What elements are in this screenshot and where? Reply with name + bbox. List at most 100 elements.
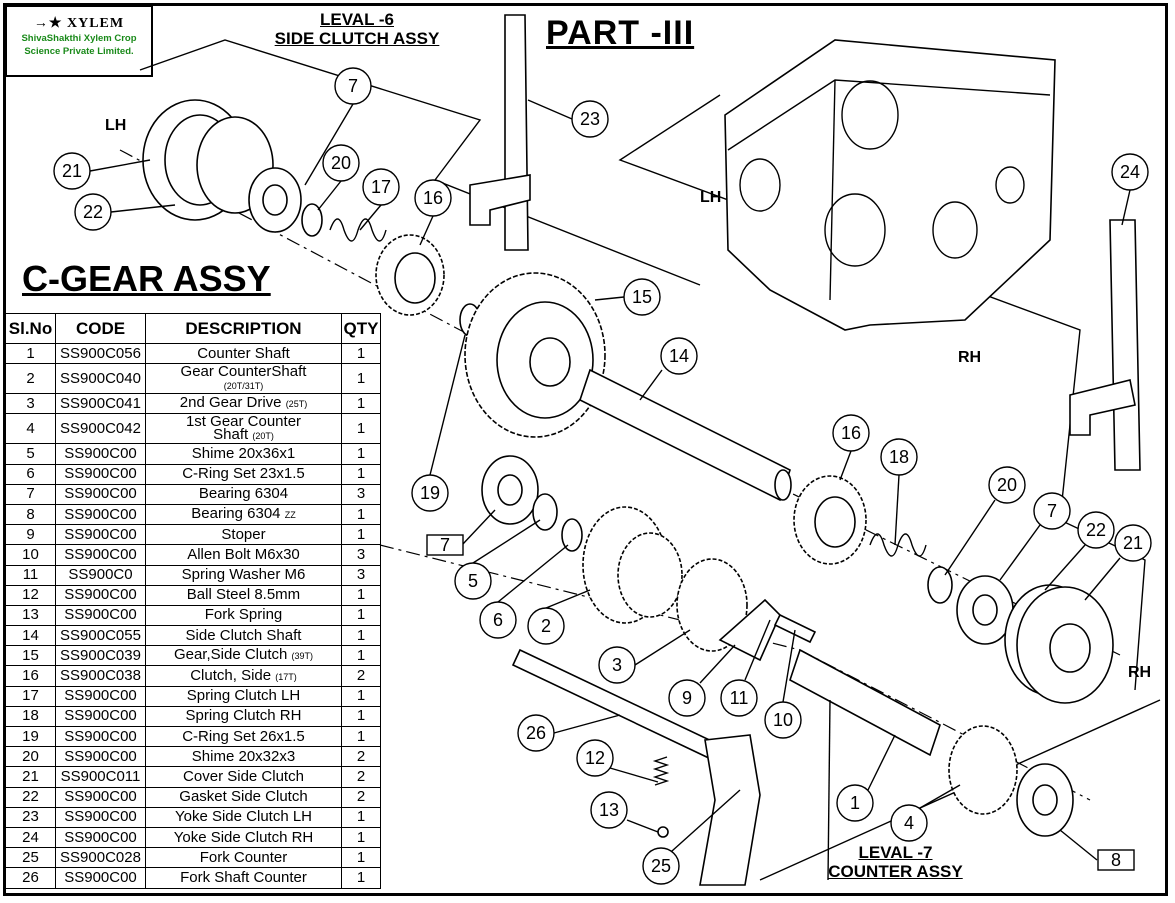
row-qty: 1	[341, 463, 381, 485]
row-slno: 20	[5, 746, 56, 768]
row-qty: 3	[341, 564, 381, 586]
row-description: Yoke Side Clutch RH	[145, 826, 342, 849]
row-slno: 10	[5, 544, 56, 566]
description-text: C-Ring Set 23x1.5	[182, 465, 305, 483]
row-code: SS900C00	[55, 584, 146, 606]
description-text: Counter Shaft	[197, 344, 290, 362]
row-description: Spring Clutch LH	[145, 685, 342, 707]
row-code: SS900C00	[55, 685, 146, 707]
row-description: C-Ring Set 23x1.5	[145, 463, 342, 485]
drawing-frame	[3, 3, 1168, 896]
row-slno: 21	[5, 766, 56, 788]
row-qty: 1	[341, 847, 381, 869]
row-code: SS900C028	[55, 847, 146, 869]
row-slno: 3	[5, 393, 56, 415]
row-qty: 1	[341, 685, 381, 707]
row-description: Side Clutch Shaft	[145, 625, 342, 647]
row-qty: 1	[341, 806, 381, 828]
row-qty: 2	[341, 766, 381, 788]
row-description: Stoper	[145, 524, 342, 546]
row-description: Shime 20x32x3	[145, 746, 342, 768]
row-slno: 13	[5, 604, 56, 627]
description-text-line2: Shaft	[213, 425, 249, 443]
row-code: SS900C011	[55, 766, 146, 788]
row-qty: 1	[341, 363, 381, 395]
header-slno: Sl.No	[5, 313, 56, 344]
description-suffix: (20T)	[252, 430, 274, 441]
description-text: Ball Steel 8.5mm	[186, 586, 301, 604]
row-qty: 1	[341, 867, 381, 889]
row-description: Clutch, Side (17T)	[145, 665, 342, 687]
level7-line2: COUNTER ASSY	[828, 862, 963, 881]
description-text: Fork Counter	[199, 848, 288, 866]
row-description: Shime 20x36x1	[145, 443, 342, 465]
row-code: SS900C00	[55, 483, 146, 505]
row-slno: 4	[5, 413, 56, 445]
level6-line1: LEVAL -6	[320, 10, 394, 29]
row-qty: 2	[341, 665, 381, 687]
row-qty: 1	[341, 524, 381, 546]
description-text: Gear CounterShaft	[180, 363, 307, 380]
row-code: SS900C038	[55, 665, 146, 687]
row-code: SS900C00	[55, 604, 146, 627]
rh-label-mid: RH	[958, 349, 982, 366]
description-text: Shime 20x36x1	[191, 444, 296, 462]
row-description: Gasket Side Clutch	[145, 786, 342, 808]
description-text: Gear,Side Clutch	[173, 646, 288, 664]
row-description: C-Ring Set 26x1.5	[145, 725, 342, 748]
row-slno: 8	[5, 503, 56, 526]
description-text: 2nd Gear Drive	[179, 394, 282, 412]
row-description: Spring Clutch RH	[145, 705, 342, 728]
company-logo-box: →★ XYLEM ShivaShakthi Xylem Crop Science…	[5, 5, 153, 77]
description-suffix: (17T)	[275, 671, 297, 682]
row-qty: 1	[341, 645, 381, 667]
description-text: Fork Spring	[204, 606, 283, 624]
row-slno: 23	[5, 806, 56, 828]
row-description: Gear CounterShaft(20T/31T)	[145, 363, 342, 395]
row-slno: 26	[5, 867, 56, 889]
level6-line2: SIDE CLUTCH ASSY	[274, 29, 440, 48]
description-text: Stoper	[221, 525, 266, 543]
row-qty: 1	[341, 393, 381, 415]
row-code: SS900C00	[55, 867, 146, 889]
row-description: Ball Steel 8.5mm	[145, 584, 342, 606]
assembly-title: C-GEAR ASSY	[22, 258, 271, 299]
row-code: SS900C00	[55, 705, 146, 728]
row-code: SS900C039	[55, 645, 146, 667]
row-code: SS900C0	[55, 564, 146, 586]
row-description: Fork Counter	[145, 847, 342, 869]
header-code: CODE	[55, 313, 146, 344]
row-qty: 1	[341, 725, 381, 748]
row-code: SS900C00	[55, 746, 146, 768]
rh-label-right: RH	[1128, 664, 1152, 681]
lh-label-housing: LH	[700, 189, 722, 206]
description-text: Yoke Side Clutch RH	[173, 828, 314, 846]
row-description: Counter Shaft	[145, 342, 342, 365]
company-name-line2: Science Private Limited.	[24, 46, 134, 57]
row-qty: 2	[341, 746, 381, 768]
description-text: Shime 20x32x3	[191, 747, 296, 765]
description-suffix: (39T)	[291, 651, 314, 662]
description-subtext: (20T/31T)	[223, 380, 264, 391]
description-text: Fork Shaft Counter	[180, 868, 307, 886]
row-slno: 6	[5, 463, 56, 485]
header-description: DESCRIPTION	[145, 313, 342, 344]
lh-label-left: LH	[105, 117, 127, 134]
